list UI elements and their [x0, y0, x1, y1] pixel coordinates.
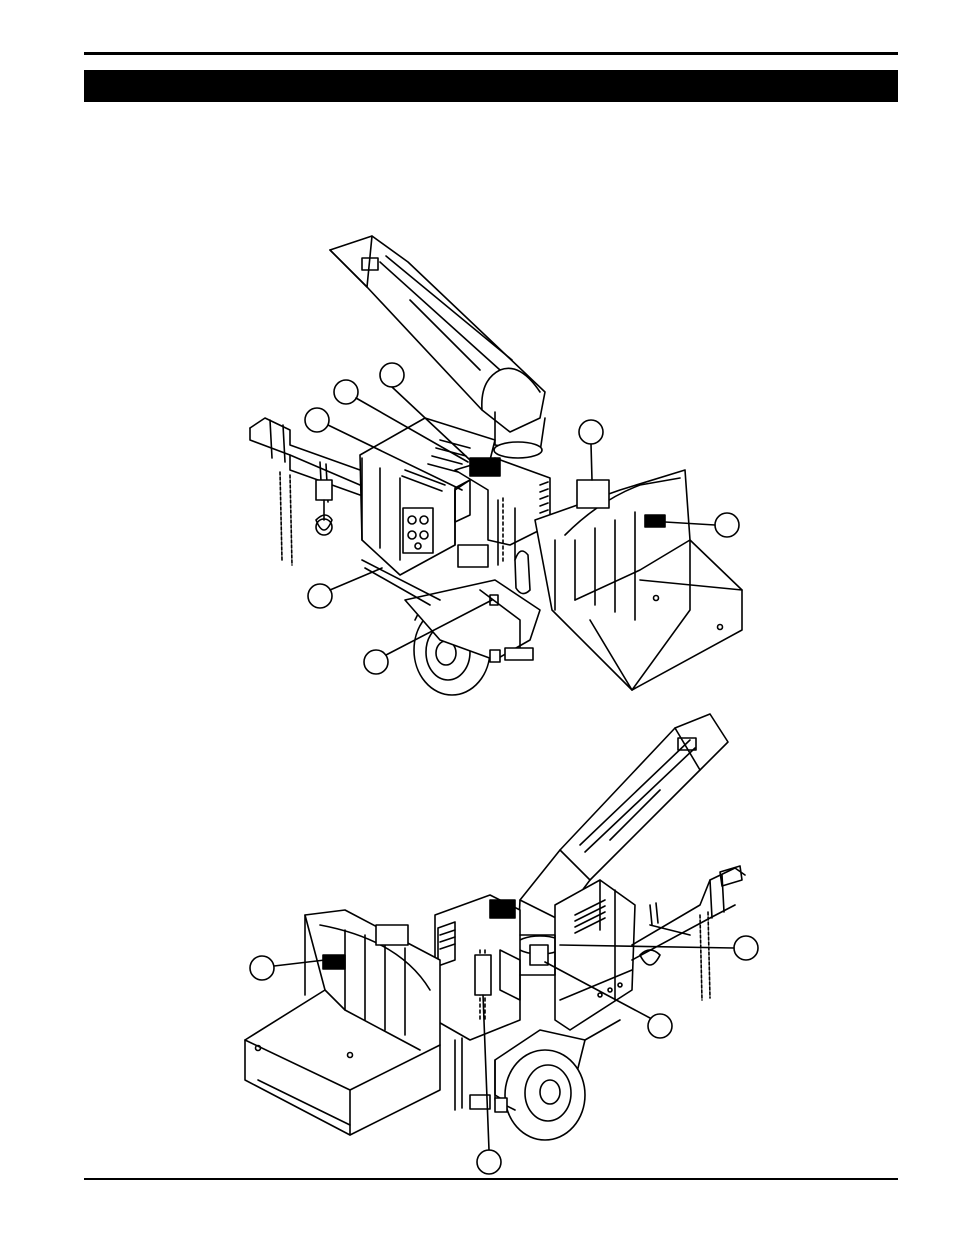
callout-top-3 [304, 407, 463, 491]
callout-bottom-4 [476, 994, 502, 1175]
callout-top-7 [363, 599, 493, 675]
discharge-chute-bottom [515, 713, 729, 955]
infeed-hopper-top [534, 469, 743, 691]
callouts-top [304, 362, 740, 675]
callout-top-6 [307, 567, 383, 609]
control-box-top [454, 457, 551, 595]
bottom-rule [84, 1178, 898, 1180]
infeed-hopper-bottom [244, 909, 441, 1136]
discharge-chute-top [329, 235, 546, 459]
callout-bottom-3 [544, 961, 673, 1039]
section-title-bar [84, 70, 898, 102]
wheel-top [361, 559, 541, 696]
top-rule [84, 52, 898, 55]
callout-bottom-2 [559, 935, 759, 961]
callout-top-5 [664, 512, 740, 538]
engine-housing-bottom [554, 879, 636, 1031]
tow-bar-top [249, 417, 361, 566]
tow-bar-bottom [631, 865, 746, 1001]
callout-bottom-1 [249, 955, 326, 981]
chipper-bottom-view [244, 713, 746, 1141]
callout-top-4 [578, 419, 604, 481]
control-box-bottom [434, 894, 556, 1041]
chipper-top-view [249, 235, 743, 696]
wheel-bottom [454, 1019, 621, 1141]
callout-top-1 [379, 362, 471, 461]
callouts-bottom [249, 935, 759, 1175]
callout-top-2 [333, 379, 469, 463]
